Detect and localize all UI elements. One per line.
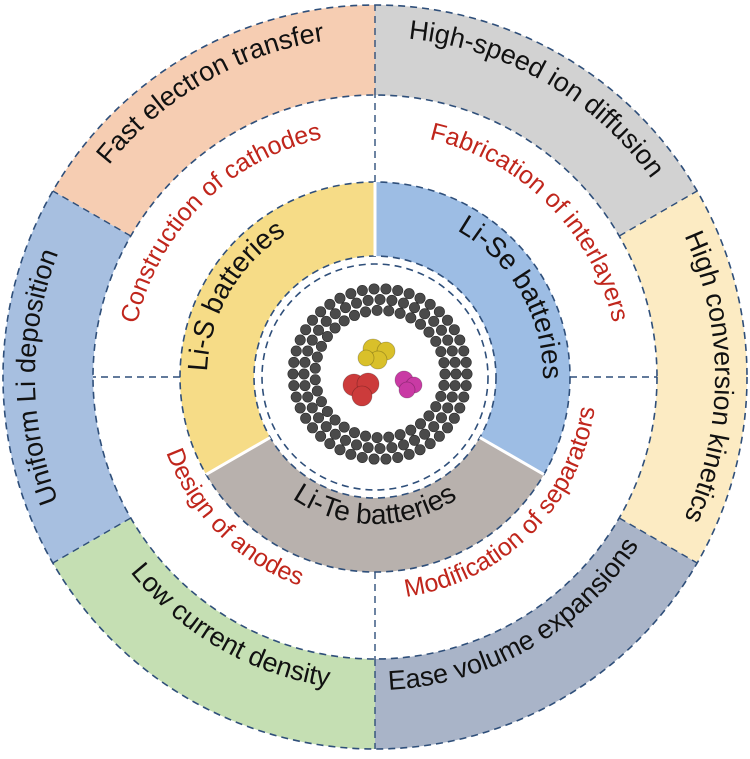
magenta-atom-cluster [394, 370, 423, 399]
inner-ring [180, 182, 570, 572]
outer-divider [618, 517, 698, 564]
outer-sector-low-current-density [52, 518, 375, 749]
outer-divider [52, 517, 132, 564]
nanotube-ring-1 [287, 283, 473, 465]
inner-divider [479, 436, 545, 476]
ring-dividers [52, 5, 698, 749]
red-atom-cluster [342, 372, 380, 407]
nanotube-ring-2 [298, 294, 462, 454]
inner-sector-li-te-batteries [206, 437, 544, 572]
inner-sector-li-se-batteries [375, 182, 570, 475]
outer-sector-high-conversion-kinetics [619, 191, 747, 563]
outer-sector-uniform-li-deposition [2, 191, 131, 563]
outer-sector-fast-electron-transfer [52, 5, 375, 236]
outer-divider [52, 190, 132, 237]
center-nanotube [265, 267, 485, 487]
outer-ring [2, 5, 747, 749]
inner-divider [205, 436, 271, 476]
outer-sector-high-speed-ion-diffusion [375, 5, 698, 236]
outer-sector-ease-volume-expansions [375, 518, 698, 749]
outer-divider [618, 190, 698, 237]
inner-sector-li-s-batteries [180, 182, 375, 475]
nanotube-ring-3 [309, 304, 451, 444]
center-edge-ring [261, 263, 489, 491]
yellow-atom-cluster [357, 338, 396, 370]
